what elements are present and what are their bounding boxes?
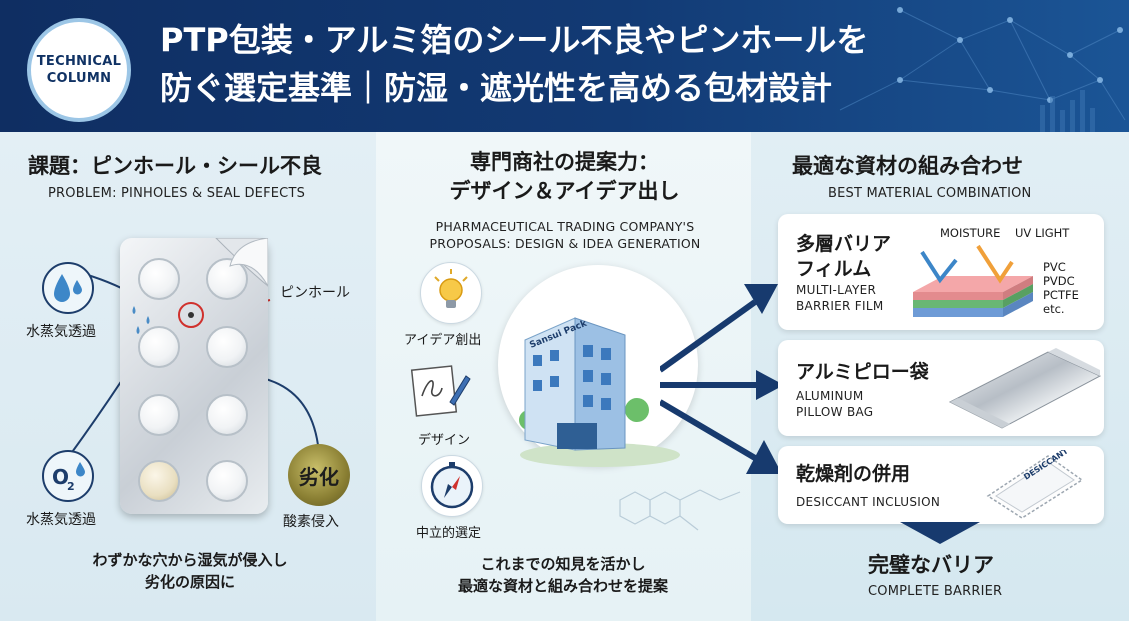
proposal-subheading: PHARMACEUTICAL TRADING COMPANY'S PROPOSA…	[400, 218, 730, 252]
title-line-1: PTP包装・アルミ箔のシール不良やピンホールを	[160, 21, 869, 59]
oxygen-label: 酸素侵入	[283, 514, 339, 530]
office-building-icon: Sansui Pack	[519, 317, 680, 467]
aluminum-pillow-title: アルミピロー袋	[796, 361, 929, 383]
aluminum-pillow-subtitle-line-2: PILLOW BAG	[796, 405, 874, 419]
layer-label: PCTFE	[1043, 288, 1079, 302]
tablet	[206, 258, 248, 300]
barrier-layers-graphic	[913, 244, 1033, 317]
pen-sketch-icon	[410, 362, 471, 422]
proposal-heading-line-1: 専門商社の提案力：	[470, 150, 659, 174]
moisture-label: MOISTURE	[940, 226, 1001, 240]
multi-layer-subtitle-line-2: BARRIER FILM	[796, 299, 884, 313]
pinhole-marker	[178, 302, 204, 328]
degradation-badge: 劣化	[288, 444, 350, 506]
desiccant-card: 乾燥剤の併用 DESICCANT INCLUSION DESICCANT	[778, 446, 1104, 524]
network-background-graphic	[839, 7, 1126, 132]
proposal-summary: これまでの知見を活かし 最適な資材と組み合わせを提案	[418, 553, 708, 597]
multi-layer-title: 多層バリア フィルム	[796, 232, 891, 282]
o2-symbol: O	[52, 465, 69, 489]
complete-barrier-title: 完璧なバリア	[868, 553, 994, 577]
o2-subscript: 2	[67, 480, 75, 493]
desiccant-packet-icon: DESICCANT	[986, 450, 1084, 519]
tablet	[206, 394, 248, 436]
badge-line-1: TECHNICAL	[36, 54, 122, 69]
complete-barrier-subtitle: COMPLETE BARRIER	[868, 584, 1003, 599]
proposal-heading-line-2: デザイン＆アイデア出し	[449, 179, 680, 203]
tablet	[138, 326, 180, 368]
problem-subheading: PROBLEM: PINHOLES & SEAL DEFECTS	[48, 186, 306, 201]
compass-icon	[421, 455, 483, 517]
tablet	[138, 258, 180, 300]
problem-summary-line-2: 劣化の原因に	[144, 573, 235, 591]
neutral-selection-label: 中立的選定	[416, 526, 482, 541]
moisture-droplets	[132, 306, 150, 334]
layer-label: PVC	[1043, 260, 1066, 274]
problem-summary: わずかな穴から湿気が侵入し 劣化の原因に	[40, 549, 340, 593]
desiccant-subtitle: DESICCANT INCLUSION	[796, 495, 941, 509]
down-arrow-icon	[900, 522, 980, 544]
tablet	[138, 394, 180, 436]
layer-label: etc.	[1043, 302, 1065, 316]
technical-column-badge: TECHNICAL COLUMN	[27, 18, 131, 122]
problem-summary-line-1: わずかな穴から湿気が侵入し	[92, 551, 288, 569]
vapor-label-bottom: 水蒸気透過	[26, 512, 96, 528]
multi-layer-subtitle: MULTI-LAYER BARRIER FILM	[796, 282, 883, 314]
material-heading: 最適な資材の組み合わせ	[792, 154, 1023, 178]
water-drop-icon	[42, 262, 94, 314]
uv-light-label: UV LIGHT	[1015, 226, 1070, 240]
blister-pack	[120, 238, 268, 514]
desiccant-title: 乾燥剤の併用	[796, 463, 911, 485]
problem-heading: 課題：ピンホール・シール不良	[28, 154, 322, 178]
aluminum-pillow-subtitle: ALUMINUM PILLOW BAG	[796, 388, 873, 420]
proposal-subheading-line-1: PHARMACEUTICAL TRADING COMPANY'S	[435, 219, 695, 234]
proposal-arrows	[660, 284, 784, 474]
page-title: PTP包装・アルミ箔のシール不良やピンホールを 防ぐ選定基準｜防湿・遮光性を高め…	[160, 16, 868, 112]
multi-layer-film-card: 多層バリア フィルム MULTI-LAYER BARRIER FILM MOIS…	[778, 214, 1104, 330]
oxygen-icon: O 2	[42, 450, 94, 502]
tablet	[206, 326, 248, 368]
layer-label: PVDC	[1043, 274, 1075, 288]
aluminum-bag-icon	[948, 348, 1102, 429]
material-subheading: BEST MATERIAL COMBINATION	[828, 186, 1032, 201]
vapor-label-top: 水蒸気透過	[26, 324, 96, 340]
aluminum-pillow-card: アルミピロー袋 ALUMINUM PILLOW BAG	[778, 340, 1104, 436]
header-banner: TECHNICAL COLUMN PTP包装・アルミ箔のシール不良やピンホールを…	[0, 0, 1129, 132]
peeled-foil-corner	[215, 238, 268, 288]
degraded-tablet	[138, 460, 180, 502]
badge-line-2: COLUMN	[46, 71, 112, 86]
molecule-decoration	[619, 489, 741, 531]
proposal-heading: 専門商社の提案力： デザイン＆アイデア出し	[407, 148, 722, 206]
idea-label: アイデア創出	[404, 333, 482, 348]
pinhole-label: ピンホール	[280, 285, 350, 301]
aluminum-pillow-subtitle-line-1: ALUMINUM	[796, 389, 864, 403]
proposal-subheading-line-2: PROPOSALS: DESIGN & IDEA GENERATION	[429, 236, 701, 251]
lightbulb-icon	[420, 262, 482, 324]
multi-layer-title-line-1: 多層バリア	[796, 233, 892, 255]
title-line-2: 防ぐ選定基準｜防湿・遮光性を高める包材設計	[160, 69, 833, 107]
proposal-summary-line-1: これまでの知見を活かし	[480, 555, 646, 573]
proposal-summary-line-2: 最適な資材と組み合わせを提案	[457, 577, 668, 595]
multi-layer-subtitle-line-1: MULTI-LAYER	[796, 283, 877, 297]
design-label: デザイン	[418, 433, 471, 448]
degradation-text: 劣化	[299, 464, 339, 489]
tablet	[206, 460, 248, 502]
multi-layer-title-line-2: フィルム	[796, 258, 872, 280]
